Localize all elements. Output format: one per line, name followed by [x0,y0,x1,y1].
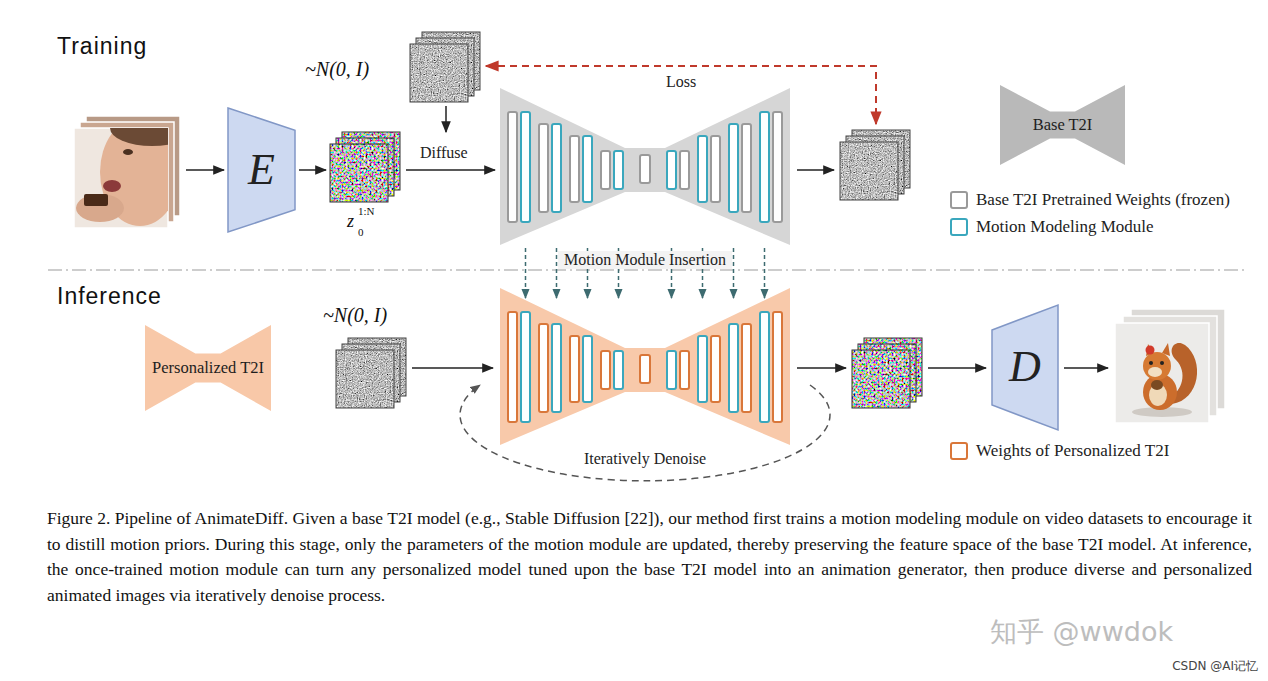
bow-shape [145,325,271,411]
polygon-graphic [500,288,790,445]
line-graphic [406,169,495,171]
loss-line [486,66,876,124]
insertion-arrows [526,248,765,298]
distribution-label: ~N(0, I) [323,304,387,327]
section-heading: Inference [57,283,162,309]
circle-graphic [1149,361,1153,365]
node-text-group: D [1009,343,1041,391]
decoder-block: D [992,305,1058,430]
node-text-group: E [248,146,275,194]
line-graphic [1064,367,1108,369]
legend-swatch [950,218,968,236]
legend-row: Weights of Personalized T2I [950,441,1169,461]
bow-shape [1000,85,1125,165]
rect-graphic [1115,323,1209,423]
circle-graphic [1143,352,1171,380]
figure-caption: Figure 2. Pipeline of AnimateDiff. Given… [47,506,1252,608]
latent-volume [852,338,922,408]
unet-inference [500,288,790,445]
section-heading: Training [57,33,147,59]
node-label: D [1009,343,1041,391]
noise-volume [840,130,910,200]
legend-row: Motion Modeling Module [950,217,1154,237]
line-graphic [445,106,447,132]
legend-text: Base T2I Pretrained Weights (frozen) [976,190,1230,210]
node-label: Personalized T2I [152,359,264,378]
dec-shape [992,305,1058,430]
node-text-group: Personalized T2I [152,359,264,378]
ellipse-graphic [76,194,124,222]
noise-volume [336,338,406,408]
latent-volume [330,132,400,202]
loss-label: Loss [666,73,696,91]
section-divider [48,269,1248,271]
legend-swatch [950,442,968,460]
polygon-graphic [500,88,790,245]
subscript-label: 0 [358,226,364,239]
watermark: CSDN @AI记忆 [1172,660,1258,674]
line-graphic [186,169,224,171]
unet-training [500,88,790,245]
line-graphic [928,367,986,369]
line-graphic [556,248,558,298]
legend-text: Weights of Personalized T2I [976,441,1169,461]
node-text-group: Base T2I [1033,116,1093,135]
ellipse-graphic [103,180,121,192]
legend-swatch [950,191,968,209]
g-graphic [76,128,168,226]
encoder-block: E [228,108,295,232]
ellipse-graphic [1151,380,1163,390]
model-icon: Personalized T2I [145,325,271,411]
circle-graphic [1160,361,1164,365]
video-frames [74,110,194,228]
flow-arrows [186,106,1108,368]
model-icon: Base T2I [1000,85,1125,165]
ellipse-graphic [1148,367,1162,377]
output-frames [1115,309,1225,423]
variable-label: z [347,211,354,232]
node-label: E [248,146,275,194]
line-graphic [733,248,735,298]
line-graphic [412,367,493,369]
node-label: Base T2I [1033,116,1093,135]
distribution-label: ~N(0, I) [305,58,369,81]
watermark: 知乎 @wwdok [990,616,1173,647]
line-graphic [299,169,326,171]
step-label: Diffuse [420,144,468,162]
step-label: Motion Module Insertion [558,251,732,269]
rect-graphic [84,194,108,206]
ellipse-graphic [123,149,133,155]
use-graphic [508,112,782,222]
use-graphic [508,312,782,422]
step-label: Iteratively Denoise [584,450,706,468]
legend-text: Motion Modeling Module [976,217,1154,237]
superscript-label: 1:N [358,205,375,218]
line-graphic [797,169,834,171]
enc-shape [228,108,295,232]
noise-volume [410,32,480,102]
line-graphic [797,367,846,369]
legend-row: Base T2I Pretrained Weights (frozen) [950,190,1230,210]
circle-graphic [1146,346,1155,355]
line-graphic [764,248,766,298]
ellipse-graphic [110,128,168,146]
line-graphic [525,248,527,298]
